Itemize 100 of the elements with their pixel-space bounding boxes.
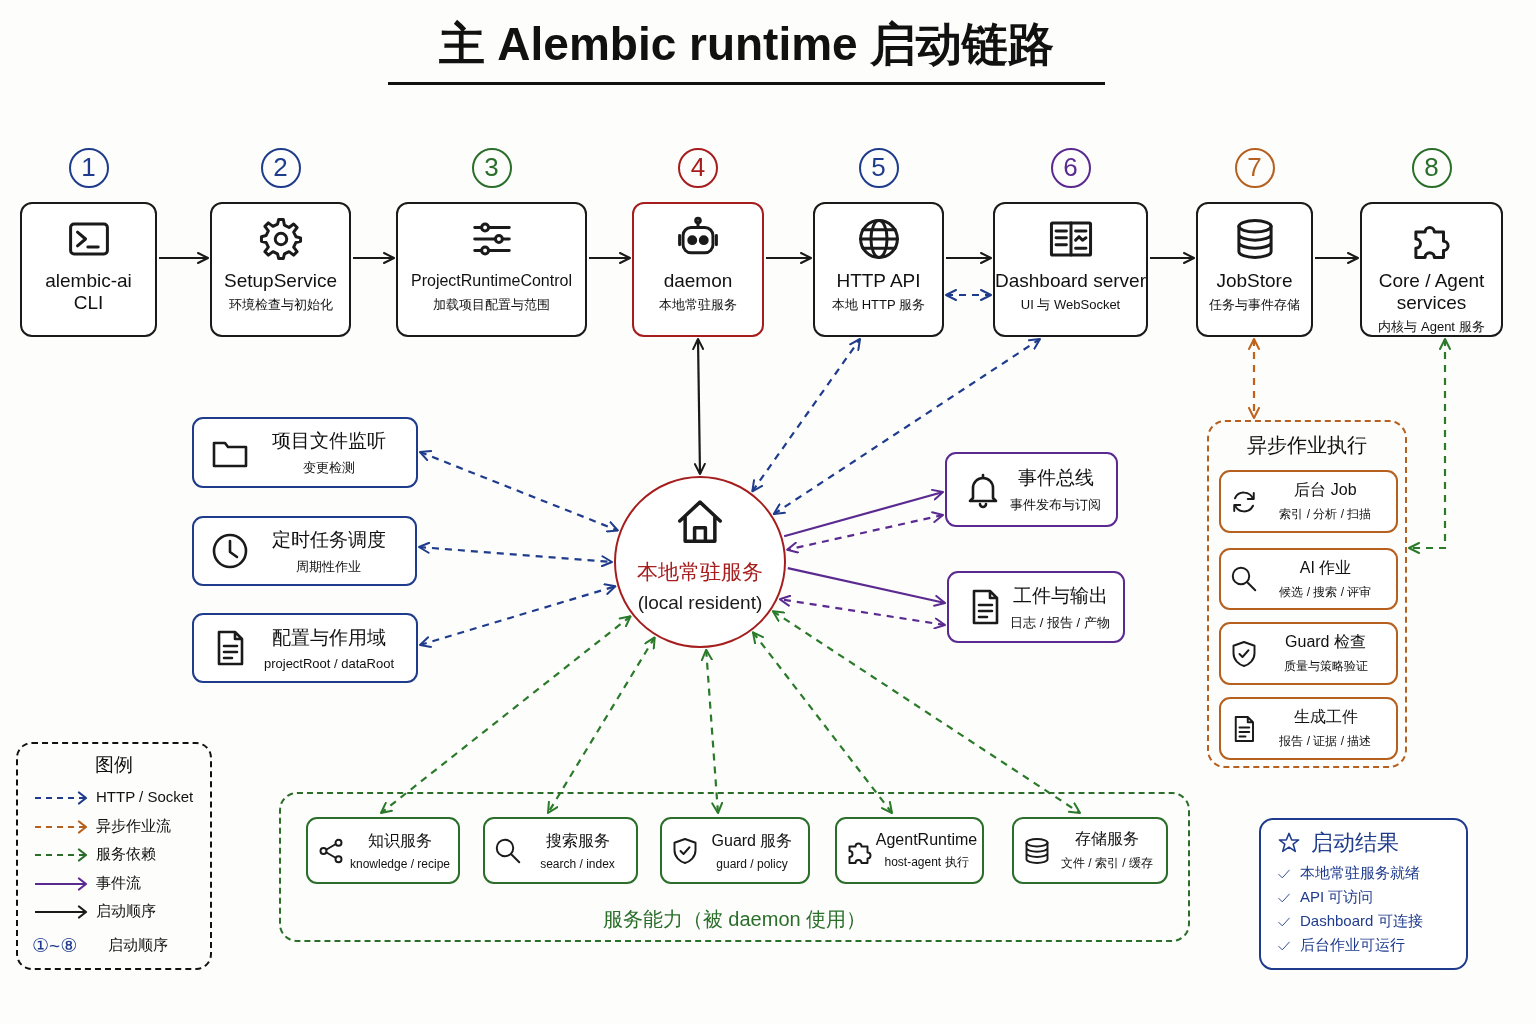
component-box xyxy=(483,817,638,884)
component-box xyxy=(660,817,810,884)
diagram-title: 主 Alembic runtime 启动链路 xyxy=(388,14,1105,85)
group-title: 服务能力（被 daemon 使用） xyxy=(601,907,868,932)
node-title: 定时任务调度 xyxy=(271,527,386,552)
legend-label: 服务依赖 xyxy=(96,845,156,864)
legend-title: 图例 xyxy=(94,753,134,777)
process-box xyxy=(1360,202,1503,337)
arrow xyxy=(772,338,1041,516)
arrow xyxy=(353,252,395,264)
group-frame xyxy=(1207,420,1407,768)
arrow xyxy=(419,450,619,533)
node-title: SetupService xyxy=(224,270,337,292)
arrow xyxy=(787,567,946,607)
node-title: 事件总线 xyxy=(1017,466,1094,490)
process-box xyxy=(210,202,351,337)
arrow xyxy=(1315,252,1359,264)
node-subtitle: 候选 / 搜索 / 评审 xyxy=(1279,583,1372,601)
node-title: Dashboard server xyxy=(995,270,1146,292)
node-subtitle: host-agent 执行 xyxy=(884,853,969,871)
node-title: AI 作业 xyxy=(1299,557,1352,578)
arrow xyxy=(778,594,946,630)
arrow xyxy=(946,252,992,264)
node-subtitle: 环境检查与初始化 xyxy=(228,296,333,314)
component-box xyxy=(1219,697,1398,760)
node-subtitle: 周期性作业 xyxy=(296,557,361,576)
node-title: ProjectRuntimeControl xyxy=(411,271,572,291)
hub-subtitle: (local resident) xyxy=(637,592,763,614)
node-title: 生成工件 xyxy=(1293,707,1358,727)
arrow xyxy=(766,252,812,264)
node-subtitle: 日志 / 报告 / 产物 xyxy=(1010,613,1110,632)
step-number: 6 xyxy=(1050,148,1091,188)
node-title: 知识服务 xyxy=(368,830,432,851)
result-panel xyxy=(1259,818,1468,970)
hub-title: 本地常驻服务 xyxy=(637,559,763,585)
component-box xyxy=(1219,470,1398,533)
process-box xyxy=(396,202,587,337)
process-box xyxy=(993,202,1148,337)
arrow xyxy=(547,636,656,814)
node-title: Core / Agent services xyxy=(1377,270,1486,314)
panel-title: 启动结果 xyxy=(1311,829,1399,857)
node-subtitle: search / index xyxy=(540,856,615,871)
node-title: 后台 Job xyxy=(1294,480,1357,500)
node-subtitle: 任务与事件存储 xyxy=(1209,296,1300,314)
list-item: API 可访问 xyxy=(1300,888,1374,907)
component-box xyxy=(947,571,1125,643)
legend-label: HTTP / Socket xyxy=(96,788,194,805)
arrow xyxy=(786,511,944,554)
node-subtitle: 变更检测 xyxy=(303,459,355,477)
node-subtitle: 加载项目配置与范围 xyxy=(433,296,550,314)
component-box xyxy=(192,613,418,683)
node-subtitle: knowledge / recipe xyxy=(349,856,451,871)
step-number: 2 xyxy=(260,148,301,188)
node-title: daemon xyxy=(663,270,733,292)
arrow xyxy=(380,615,632,814)
arrow xyxy=(419,583,617,648)
node-subtitle: 事件发布与订阅 xyxy=(1010,496,1101,514)
group-title: 异步作业执行 xyxy=(1246,433,1368,458)
component-box xyxy=(1219,548,1398,610)
step-number: 7 xyxy=(1234,148,1275,188)
component-box xyxy=(306,817,460,884)
node-title: JobStore xyxy=(1216,270,1293,292)
component-box xyxy=(1012,817,1168,884)
node-subtitle: 本地 HTTP 服务 xyxy=(832,296,925,314)
step-number: 8 xyxy=(1411,148,1452,188)
node-subtitle: 内核与 Agent 服务 xyxy=(1378,318,1485,336)
step-number: 4 xyxy=(678,148,718,188)
arrow xyxy=(1150,252,1195,264)
arrow xyxy=(418,541,613,568)
component-box xyxy=(1219,622,1398,685)
arrow xyxy=(945,289,992,301)
node-subtitle: projectRoot / dataRoot xyxy=(263,656,395,671)
component-box xyxy=(945,452,1118,527)
list-item: 本地常驻服务就绪 xyxy=(1300,864,1420,883)
node-title: Guard 服务 xyxy=(711,830,793,851)
node-title: 存储服务 xyxy=(1075,829,1139,849)
node-subtitle: 报告 / 证据 / 描述 xyxy=(1279,733,1372,750)
legend-label: 启动顺序 xyxy=(108,935,168,955)
list-item: 后台作业可运行 xyxy=(1300,936,1405,955)
node-title: 配置与作用域 xyxy=(272,626,386,650)
group-frame xyxy=(279,792,1190,942)
node-title: 工件与输出 xyxy=(1012,583,1108,608)
legend-label: 启动顺序 xyxy=(96,902,156,921)
component-box xyxy=(192,516,417,586)
node-title: 项目文件监听 xyxy=(272,429,386,453)
node-subtitle: 质量与策略验证 xyxy=(1283,658,1368,675)
arrow xyxy=(1408,338,1451,554)
step-number: 5 xyxy=(858,148,899,188)
node-title: alembic-ai CLI xyxy=(44,270,133,314)
node-subtitle: 本地常驻服务 xyxy=(659,296,737,314)
component-box xyxy=(192,417,418,488)
node-title: 搜索服务 xyxy=(545,830,610,851)
process-box xyxy=(1196,202,1313,337)
arrow xyxy=(751,338,861,493)
process-box xyxy=(632,202,764,337)
arrow xyxy=(589,252,631,264)
arrow xyxy=(692,338,706,475)
node-subtitle: UI 与 WebSocket xyxy=(1020,296,1121,314)
arrow xyxy=(159,252,209,264)
legend-label: 异步作业流 xyxy=(96,816,171,836)
